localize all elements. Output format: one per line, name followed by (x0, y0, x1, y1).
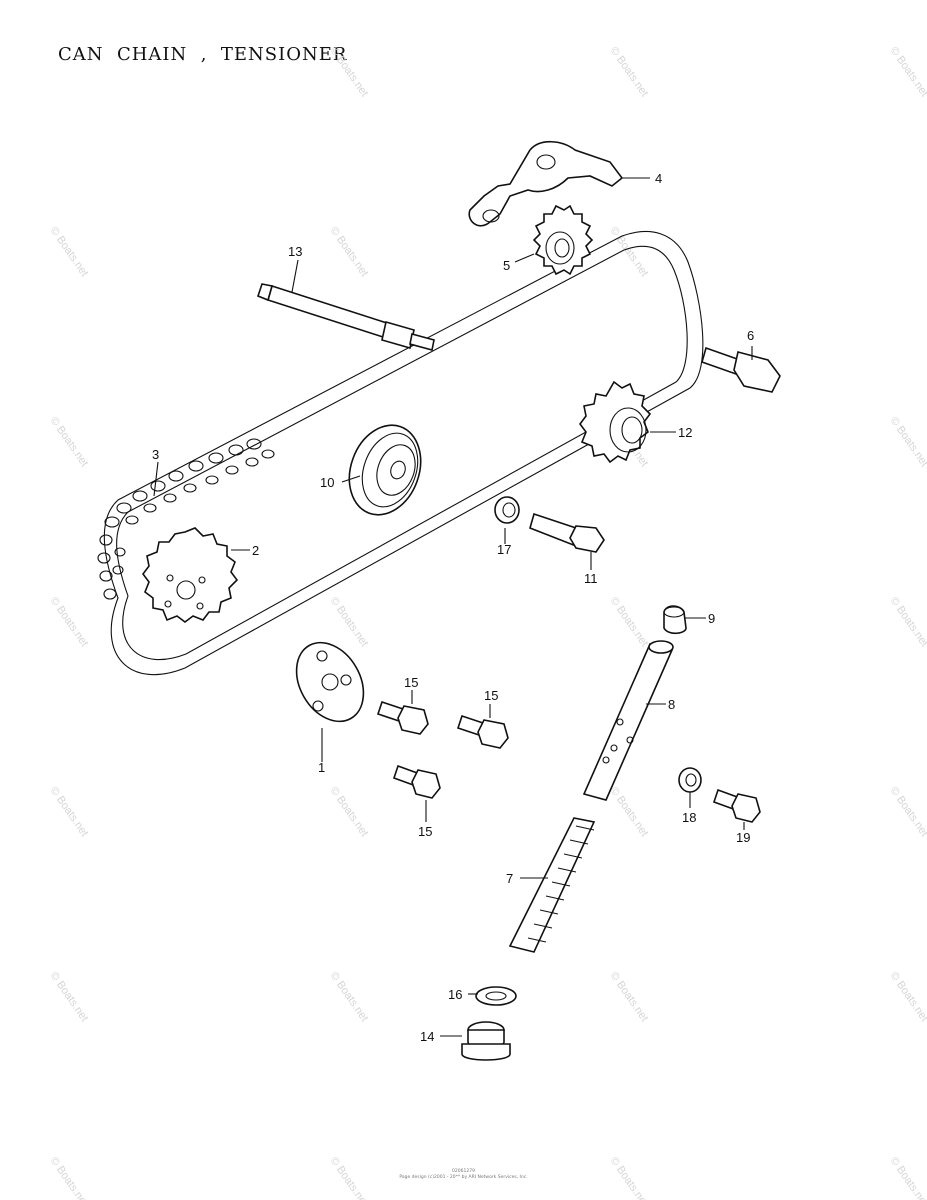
tensioner-sprocket (579, 380, 652, 464)
washer-16 (475, 986, 517, 1006)
lower-sprocket (142, 527, 239, 623)
cam-chain (97, 230, 704, 676)
label-part-3: 3 (152, 447, 159, 462)
watermark: © Boats.net (608, 970, 651, 1024)
label-part-10: 10 (320, 475, 334, 490)
label-part-4: 4 (655, 171, 662, 186)
footer-code: 02061279 (452, 1169, 475, 1174)
label-part-14: 14 (420, 1029, 434, 1044)
label-part-8: 8 (668, 697, 675, 712)
label-part-2: 2 (252, 543, 259, 558)
watermark: © Boats.net (608, 45, 651, 99)
label-part-17: 17 (497, 542, 511, 557)
watermark: © Boats.net (888, 45, 927, 99)
bolt-15-a (376, 700, 429, 735)
label-part-5: 5 (503, 258, 510, 273)
bolt-15-c (392, 764, 441, 799)
tensioner-roller (348, 424, 422, 516)
small-sprocket (532, 204, 594, 276)
label-part-13: 13 (288, 244, 302, 259)
washer-18 (678, 767, 702, 793)
watermark: © Boats.net (888, 595, 927, 649)
watermark: © Boats.net (328, 225, 371, 279)
watermark: © Boats.net (888, 415, 927, 469)
watermark: © Boats.net (608, 595, 651, 649)
roller-shaft (257, 283, 435, 351)
watermark: © Boats.net (328, 45, 371, 99)
watermark: © Boats.net (328, 785, 371, 839)
washer-17 (494, 496, 520, 524)
tensioner-bracket (468, 140, 650, 227)
label-part-15-a: 15 (404, 675, 418, 690)
cam-plate (295, 641, 365, 723)
watermark: © Boats.net (608, 785, 651, 839)
label-part-12: 12 (678, 425, 692, 440)
watermark: © Boats.net (328, 595, 371, 649)
bolt-6 (701, 346, 781, 393)
bolt-19 (712, 788, 761, 823)
label-part-1: 1 (318, 760, 325, 775)
bolt-11 (529, 512, 605, 553)
tensioner-tube (582, 640, 674, 801)
label-part-18: 18 (682, 810, 696, 825)
watermark: © Boats.net (328, 970, 371, 1024)
label-part-15-b: 15 (484, 688, 498, 703)
chain-links (97, 438, 275, 600)
watermark: © Boats.net (48, 785, 91, 839)
bolt-15-b (456, 714, 509, 749)
part-labels: 1 2 3 4 5 6 7 8 9 10 11 12 13 14 15 15 1… (152, 171, 754, 1044)
label-part-16: 16 (448, 987, 462, 1002)
label-part-7: 7 (506, 871, 513, 886)
leader-lines (153, 253, 753, 1037)
watermark: © Boats.net (48, 970, 91, 1024)
tensioner-spring (508, 817, 596, 953)
label-part-19: 19 (736, 830, 750, 845)
label-part-15-c: 15 (418, 824, 432, 839)
watermark: © Boats.net (48, 595, 91, 649)
page-title: CAN CHAIN , TENSIONER (58, 44, 348, 65)
watermark: © Boats.net (608, 225, 651, 279)
watermark: © Boats.net (48, 225, 91, 279)
footer-copyright: Page design (c)2001 - 20** by ARI Networ… (399, 1175, 528, 1180)
sealing-plug (461, 1021, 511, 1061)
watermark: © Boats.net (888, 785, 927, 839)
label-part-6: 6 (747, 328, 754, 343)
watermark: © Boats.net (48, 415, 91, 469)
tensioner-cap (663, 605, 687, 635)
label-part-11: 11 (584, 571, 598, 586)
label-part-9: 9 (708, 611, 715, 626)
watermark: © Boats.net (888, 970, 927, 1024)
